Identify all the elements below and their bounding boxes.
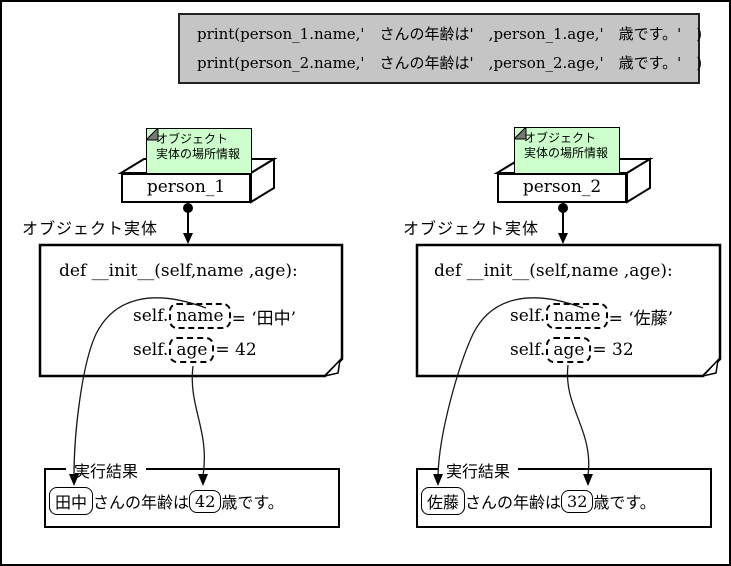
self-name-row-right: self. name = ‘佐藤’ [510,303,673,329]
age-attr-highlight: age [169,337,215,363]
note-line: オブジェクト [156,132,229,146]
name-attr-highlight: name [546,303,608,329]
arrow-down-icon [183,233,193,244]
self-prefix: self. [133,306,169,326]
note-fold-icon [146,128,159,141]
arrow-down-icon [69,474,79,486]
result-box-person1: 実行結果 田中 さんの年齢は 42 歳です。 [44,458,340,528]
age-to-result-curve-right [566,364,593,486]
result-age-chip: 42 [189,489,222,513]
age-value: = 42 [215,340,257,360]
result-row: 田中 さんの年齢は 42 歳です。 [49,487,284,515]
result-name-chip: 佐藤 [421,487,466,515]
result-legend: 実行結果 [438,458,519,482]
name-value: = ‘佐藤’ [608,308,674,329]
note-line: 実体の場所情報 [156,147,241,161]
result-box-person2: 実行結果 佐藤 さんの年齢は 32 歳です。 [416,458,712,528]
code-line-2: print(person_2.name,' さんの年齢は' ,person_2.… [197,54,703,72]
self-name-row-left: self. name = ‘田中’ [133,303,296,329]
name-to-result-curve-right [433,297,584,486]
age-attr-highlight: age [546,337,592,363]
name-value: = ‘田中’ [231,308,297,329]
result-age-chip: 32 [561,489,594,513]
age-to-result-curve-left [191,365,208,486]
entity-label-right: オブジェクト実体 [403,221,540,238]
result-middle-text: さんの年齢は [465,495,562,512]
arrow-down-icon [583,474,593,486]
arrow-down-icon [558,233,568,244]
name-attr-highlight: name [169,303,231,329]
result-legend: 実行結果 [66,458,147,482]
def-init-line-left: def __init__(self,name ,age): [59,261,298,281]
self-prefix: self. [510,306,546,326]
arrow-down-icon [198,474,208,486]
self-age-row-right: self. age = 32 [510,337,634,363]
result-name-chip: 田中 [49,487,94,515]
def-init-line-right: def __init__(self,name ,age): [434,261,673,281]
result-suffix-text: 歳です。 [593,495,656,512]
arrow-down-icon [433,474,443,486]
age-value: = 32 [592,340,634,360]
person1-connector-arrow [183,203,193,244]
object-entity-box-right [415,243,722,378]
location-note-person1: オブジェクト 実体の場所情報 [146,128,252,175]
self-age-row-left: self. age = 42 [133,337,257,363]
note-line: オブジェクト [524,131,597,145]
self-prefix: self. [510,340,546,360]
name-to-result-curve-left [69,297,207,486]
entity-label-left: オブジェクト実体 [22,221,159,238]
result-row: 佐藤 さんの年齢は 32 歳です。 [421,487,656,515]
result-suffix-text: 歳です。 [221,495,284,512]
note-fold-icon [514,127,527,140]
folded-corner-icon [322,357,342,378]
variable-box-person1: person_1 [121,173,251,203]
folded-corner-icon [700,357,720,378]
variable-box-person2: person_2 [497,173,627,203]
result-middle-text: さんの年齢は [93,495,190,512]
object-entity-box-left [38,243,344,378]
code-box: print(person_1.name,' さんの年齢は' ,person_1.… [178,13,703,84]
note-line: 実体の場所情報 [524,146,609,160]
location-note-person2: オブジェクト 実体の場所情報 [514,127,620,174]
person2-connector-arrow [558,203,568,244]
self-prefix: self. [133,340,169,360]
